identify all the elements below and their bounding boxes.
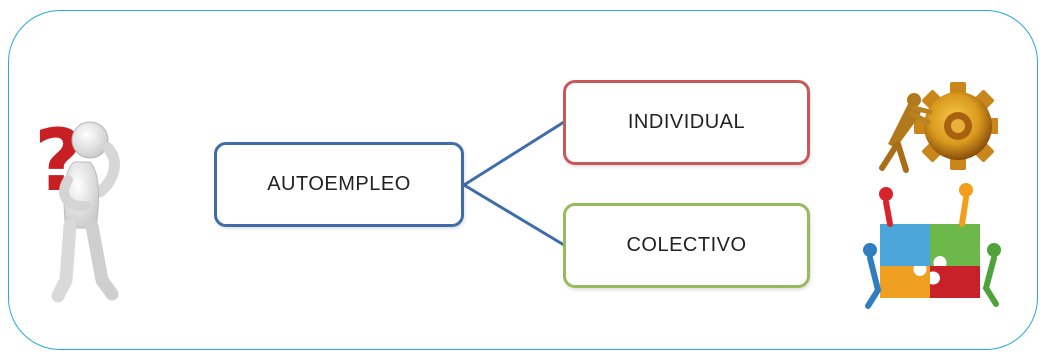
node-colectivo: COLECTIVO: [563, 203, 810, 288]
node-colectivo-label: COLECTIVO: [626, 234, 747, 256]
people-puzzle-teamwork-icon: [863, 183, 1001, 309]
connector-to-colectivo: [463, 183, 565, 247]
diagram-frame: [8, 10, 1038, 350]
node-individual-label: INDIVIDUAL: [627, 111, 746, 133]
node-autoempleo: AUTOEMPLEO: [214, 142, 464, 227]
connector-to-individual: [463, 120, 565, 187]
node-autoempleo-label: AUTOEMPLEO: [267, 173, 411, 195]
person-pushing-gear-icon: [879, 82, 998, 173]
thinking-person-question-icon: ?: [34, 111, 120, 303]
node-individual: INDIVIDUAL: [563, 80, 810, 165]
